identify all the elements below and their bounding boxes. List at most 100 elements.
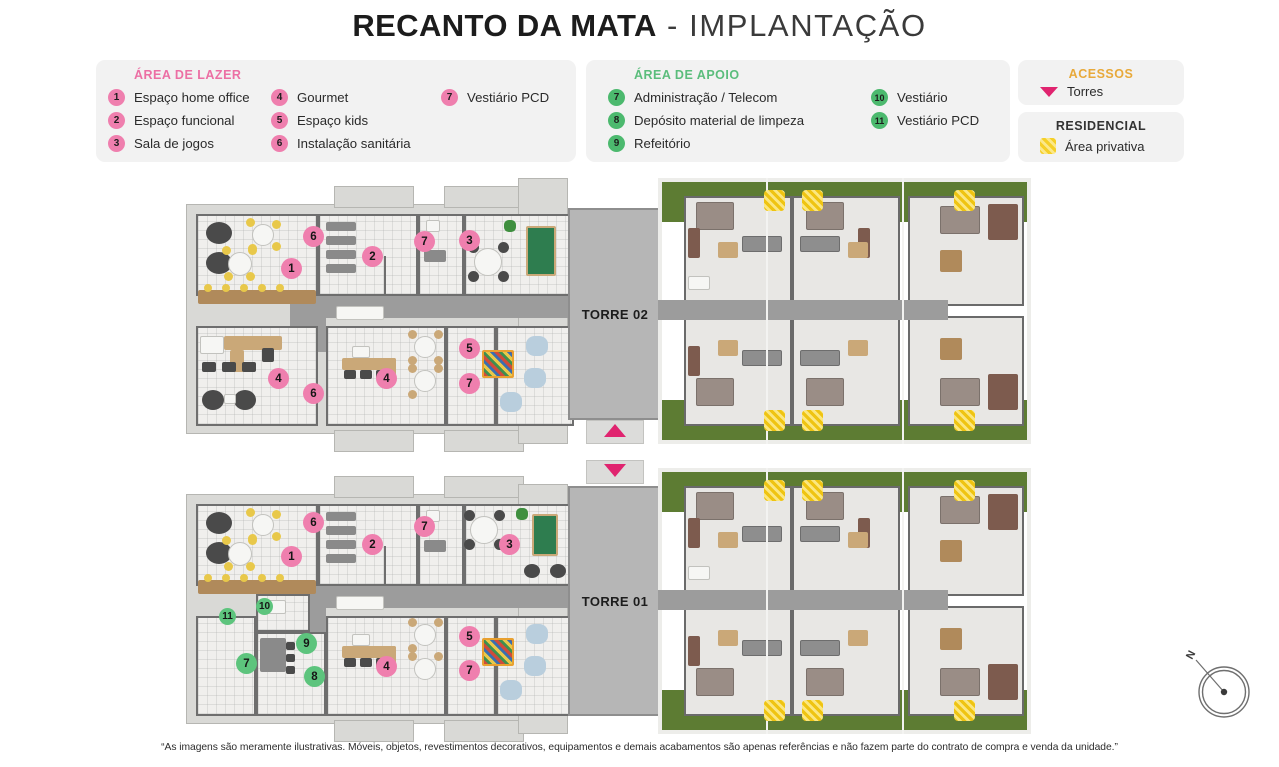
furniture-kids-table <box>414 336 436 358</box>
furniture-locker <box>326 264 356 273</box>
access-marker-torre-02[interactable] <box>604 424 626 437</box>
furniture-kids-toy <box>500 680 522 700</box>
lawn-edge-top <box>658 468 1031 472</box>
furniture-stool <box>276 284 284 292</box>
plan-marker-7[interactable]: 7 <box>414 231 435 252</box>
legend-item[interactable]: 6 Instalação sanitária <box>271 132 411 155</box>
furniture-play-rug <box>482 350 514 378</box>
legend-item[interactable]: 8 Depósito material de limpeza <box>608 109 804 132</box>
plan-marker-5[interactable]: 5 <box>459 338 480 359</box>
slab-notch-bottom-a <box>334 720 414 742</box>
furniture-chair <box>242 362 256 372</box>
legend-item-label: Depósito material de limpeza <box>634 113 805 128</box>
plan-marker-3[interactable]: 3 <box>499 534 520 555</box>
legend-number-badge: 7 <box>608 89 625 106</box>
access-marker-torre-01[interactable] <box>604 464 626 477</box>
plan-marker-9[interactable]: 9 <box>296 633 317 654</box>
furniture-counter <box>342 358 396 370</box>
plan-marker-2[interactable]: 2 <box>362 246 383 267</box>
furniture-chair <box>498 271 509 282</box>
legend-item[interactable]: 5 Espaço kids <box>271 109 411 132</box>
furniture-bar-counter <box>198 580 316 594</box>
plan-marker-2[interactable]: 2 <box>362 534 383 555</box>
furniture-sofa <box>800 640 840 656</box>
legend-item[interactable]: 3 Sala de jogos <box>108 132 250 155</box>
furniture-stool <box>240 284 248 292</box>
furniture-chair <box>498 242 509 253</box>
furniture-kids-chair <box>408 356 417 365</box>
legend-item[interactable]: 9 Refeitório <box>608 132 804 155</box>
legend-item-label: Vestiário <box>897 90 948 105</box>
furniture-locker <box>326 526 356 535</box>
furniture-dining-table <box>718 340 738 356</box>
plot-divider <box>766 468 768 734</box>
plan-marker-5[interactable]: 5 <box>459 626 480 647</box>
plan-marker-6b[interactable]: 6 <box>303 383 324 404</box>
plan-marker-6[interactable]: 6 <box>303 512 324 533</box>
plan-marker-3[interactable]: 3 <box>459 230 480 251</box>
furniture-cooktop <box>352 634 370 646</box>
central-corridor <box>290 586 574 608</box>
legend-residencial-item[interactable]: Área privativa <box>1040 138 1144 154</box>
plan-marker-7[interactable]: 7 <box>414 516 435 537</box>
furniture-chair <box>246 272 255 281</box>
plan-marker-1[interactable]: 1 <box>281 546 302 567</box>
legend-item[interactable]: 7 Vestiário PCD <box>441 86 549 109</box>
plan-marker-7b[interactable]: 7 <box>459 373 480 394</box>
furniture-kids-chair <box>408 618 417 627</box>
furniture-bed-double <box>988 374 1018 410</box>
legend-item[interactable]: 11 Vestiário PCD <box>871 109 979 132</box>
apartment-unit <box>684 606 792 716</box>
plan-marker-1[interactable]: 1 <box>281 258 302 279</box>
tower-block-torre-02: TORRE 02 <box>568 208 662 420</box>
legend-item-label: Administração / Telecom <box>634 90 778 105</box>
interior-wall <box>384 546 386 586</box>
furniture-billiards-table <box>532 514 558 556</box>
furniture-chair <box>224 272 233 281</box>
furniture-dining-table <box>848 630 868 646</box>
slab-notch-top-a <box>334 476 414 498</box>
compass-rose: N <box>1180 648 1266 722</box>
furniture-kids-chair <box>408 364 417 373</box>
furniture-plant <box>516 508 528 520</box>
plan-marker-8[interactable]: 8 <box>304 666 325 687</box>
furniture-kids-table <box>414 658 436 680</box>
furniture-kids-chair <box>434 364 443 373</box>
legend-area-de-apoio: ÁREA DE APOIO 7 Administração / Telecom … <box>586 60 1010 162</box>
legend-item[interactable]: 1 Espaço home office <box>108 86 250 109</box>
furniture-chair <box>272 220 281 229</box>
furniture-kids-chair <box>434 356 443 365</box>
legend-acessos-header: ACESSOS <box>1068 67 1134 81</box>
legend-residencial-label: Área privativa <box>1065 138 1145 154</box>
furniture-billiards-table <box>526 226 556 276</box>
furniture-dining-table <box>718 630 738 646</box>
furniture-bench <box>424 540 446 552</box>
legend-item[interactable]: 4 Gourmet <box>271 86 411 109</box>
legend-apoio-header: ÁREA DE APOIO <box>634 68 740 82</box>
plan-marker-7-green[interactable]: 7 <box>236 653 257 674</box>
legend-acessos-item[interactable]: Torres <box>1040 84 1103 99</box>
legend-item[interactable]: 2 Espaço funcional <box>108 109 250 132</box>
plan-marker-4b[interactable]: 4 <box>376 368 397 389</box>
plan-marker-6[interactable]: 6 <box>303 226 324 247</box>
furniture-counter <box>260 638 286 672</box>
furniture-table <box>940 628 962 650</box>
plot-divider <box>902 178 904 444</box>
private-area-square <box>764 700 785 721</box>
legend-item-label: Sala de jogos <box>134 136 214 151</box>
furniture-chair <box>464 539 475 550</box>
legend-number-badge: 7 <box>441 89 458 106</box>
plan-marker-7b[interactable]: 7 <box>459 660 480 681</box>
furniture-seat <box>206 222 232 244</box>
legend-item[interactable]: 10 Vestiário <box>871 86 979 109</box>
furniture-bed <box>696 668 734 696</box>
legend-item[interactable]: 7 Administração / Telecom <box>608 86 804 109</box>
furniture-chair <box>202 362 216 372</box>
plan-marker-11[interactable]: 11 <box>219 608 236 625</box>
plan-marker-10[interactable]: 10 <box>256 598 273 615</box>
residential-wing-torre-02 <box>658 178 1031 444</box>
furniture-seat <box>206 512 232 534</box>
plan-marker-4[interactable]: 4 <box>268 368 289 389</box>
furniture-kids-chair <box>434 618 443 627</box>
plan-marker-4[interactable]: 4 <box>376 656 397 677</box>
